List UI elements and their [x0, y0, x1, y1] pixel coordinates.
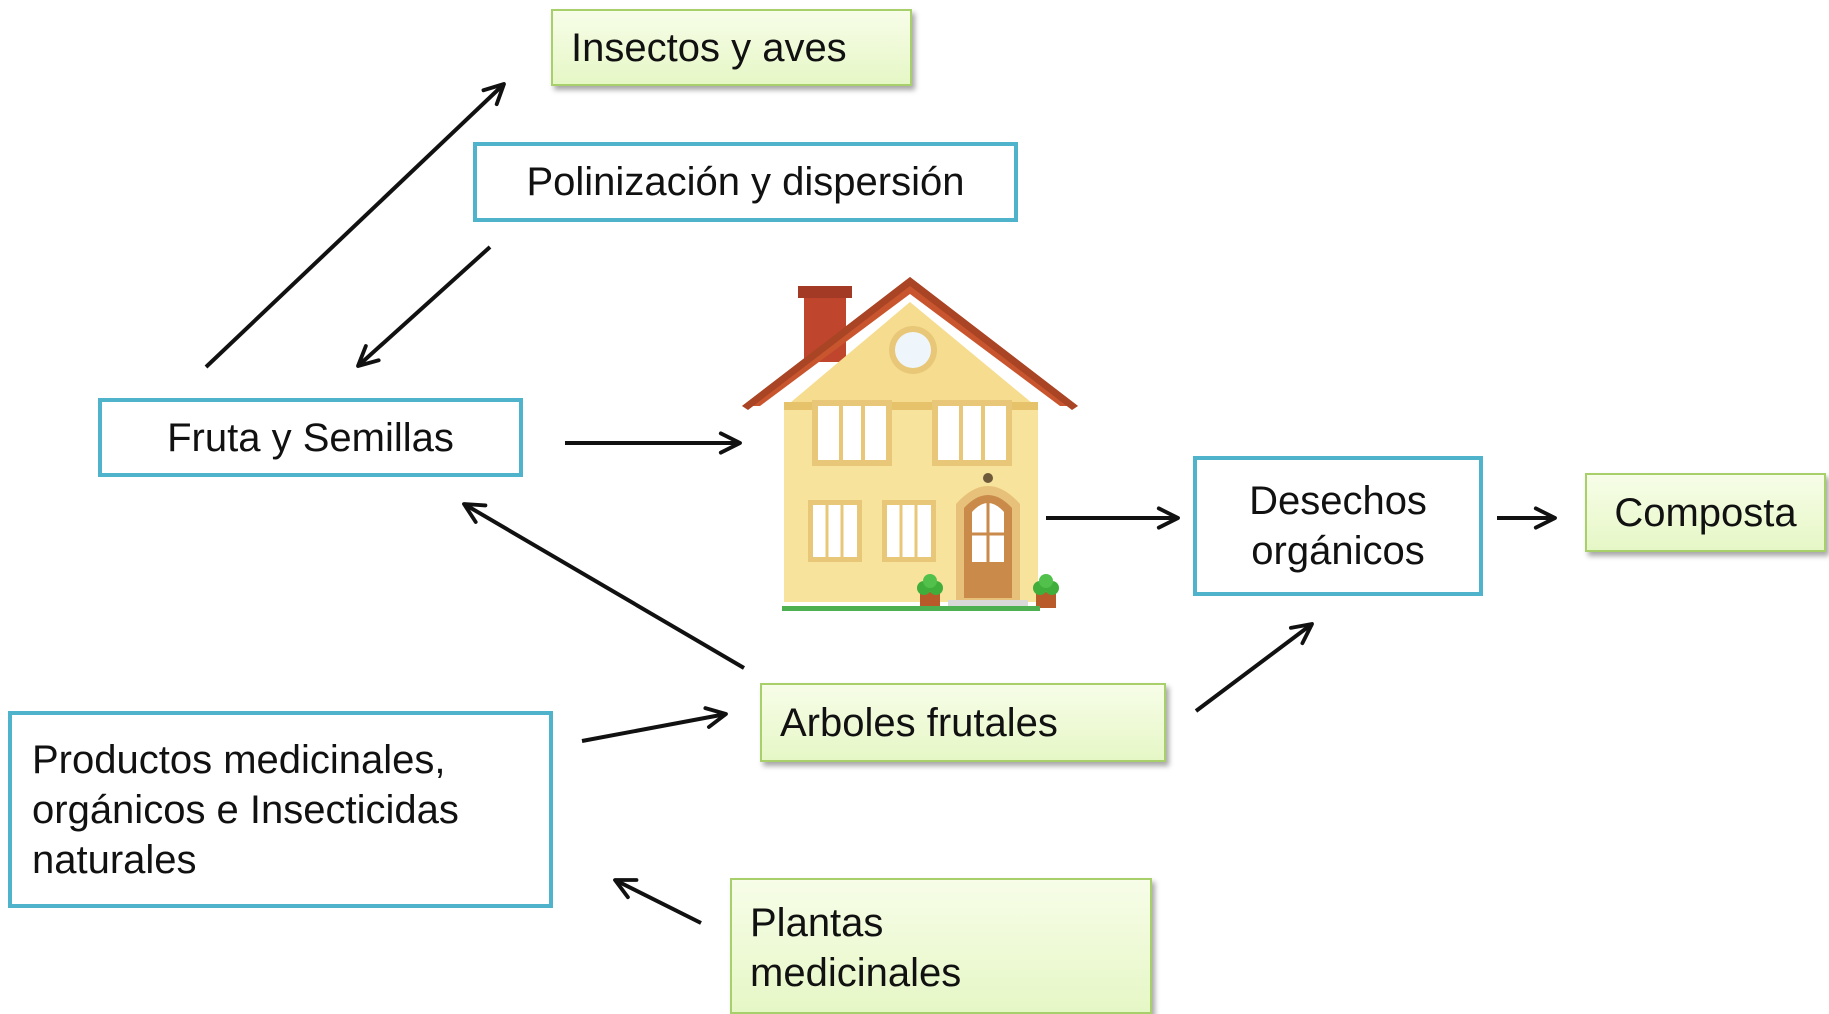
node-arboles-frutales: Arboles frutales: [760, 683, 1166, 762]
node-productos-medicinales: Productos medicinales, orgánicos e Insec…: [8, 711, 553, 908]
node-composta: Composta: [1585, 473, 1826, 552]
node-desechos-organicos: Desechos orgánicos: [1193, 456, 1483, 596]
node-plantas-medicinales: Plantas medicinales: [730, 878, 1152, 1014]
arrow-fruta-to-insectos: [204, 82, 506, 369]
node-productos-label: Productos medicinales, orgánicos e Insec…: [32, 737, 459, 882]
node-polinizacion-label: Polinización y dispersión: [526, 160, 965, 204]
node-fruta-label: Fruta y Semillas: [167, 415, 454, 460]
node-arboles-label: Arboles frutales: [780, 700, 1058, 745]
node-plantas-label: Plantas medicinales: [750, 901, 962, 995]
arrow-plantas-to-productos: [613, 878, 702, 925]
node-composta-label: Composta: [1614, 490, 1797, 535]
arrow-productos-to-arboles: [581, 706, 728, 743]
node-fruta-y-semillas: Fruta y Semillas: [98, 398, 523, 477]
node-desechos-label: Desechos orgánicos: [1249, 479, 1427, 573]
node-insectos-y-aves: Insectos y aves: [551, 9, 912, 86]
node-insectos-label: Insectos y aves: [571, 25, 847, 70]
node-polinizacion: Polinización y dispersión: [473, 142, 1018, 222]
arrow-polinizacion-to-fruta: [356, 245, 492, 368]
arrow-arboles-to-desechos: [1194, 622, 1314, 713]
arrow-arboles-to-fruta: [462, 502, 746, 670]
